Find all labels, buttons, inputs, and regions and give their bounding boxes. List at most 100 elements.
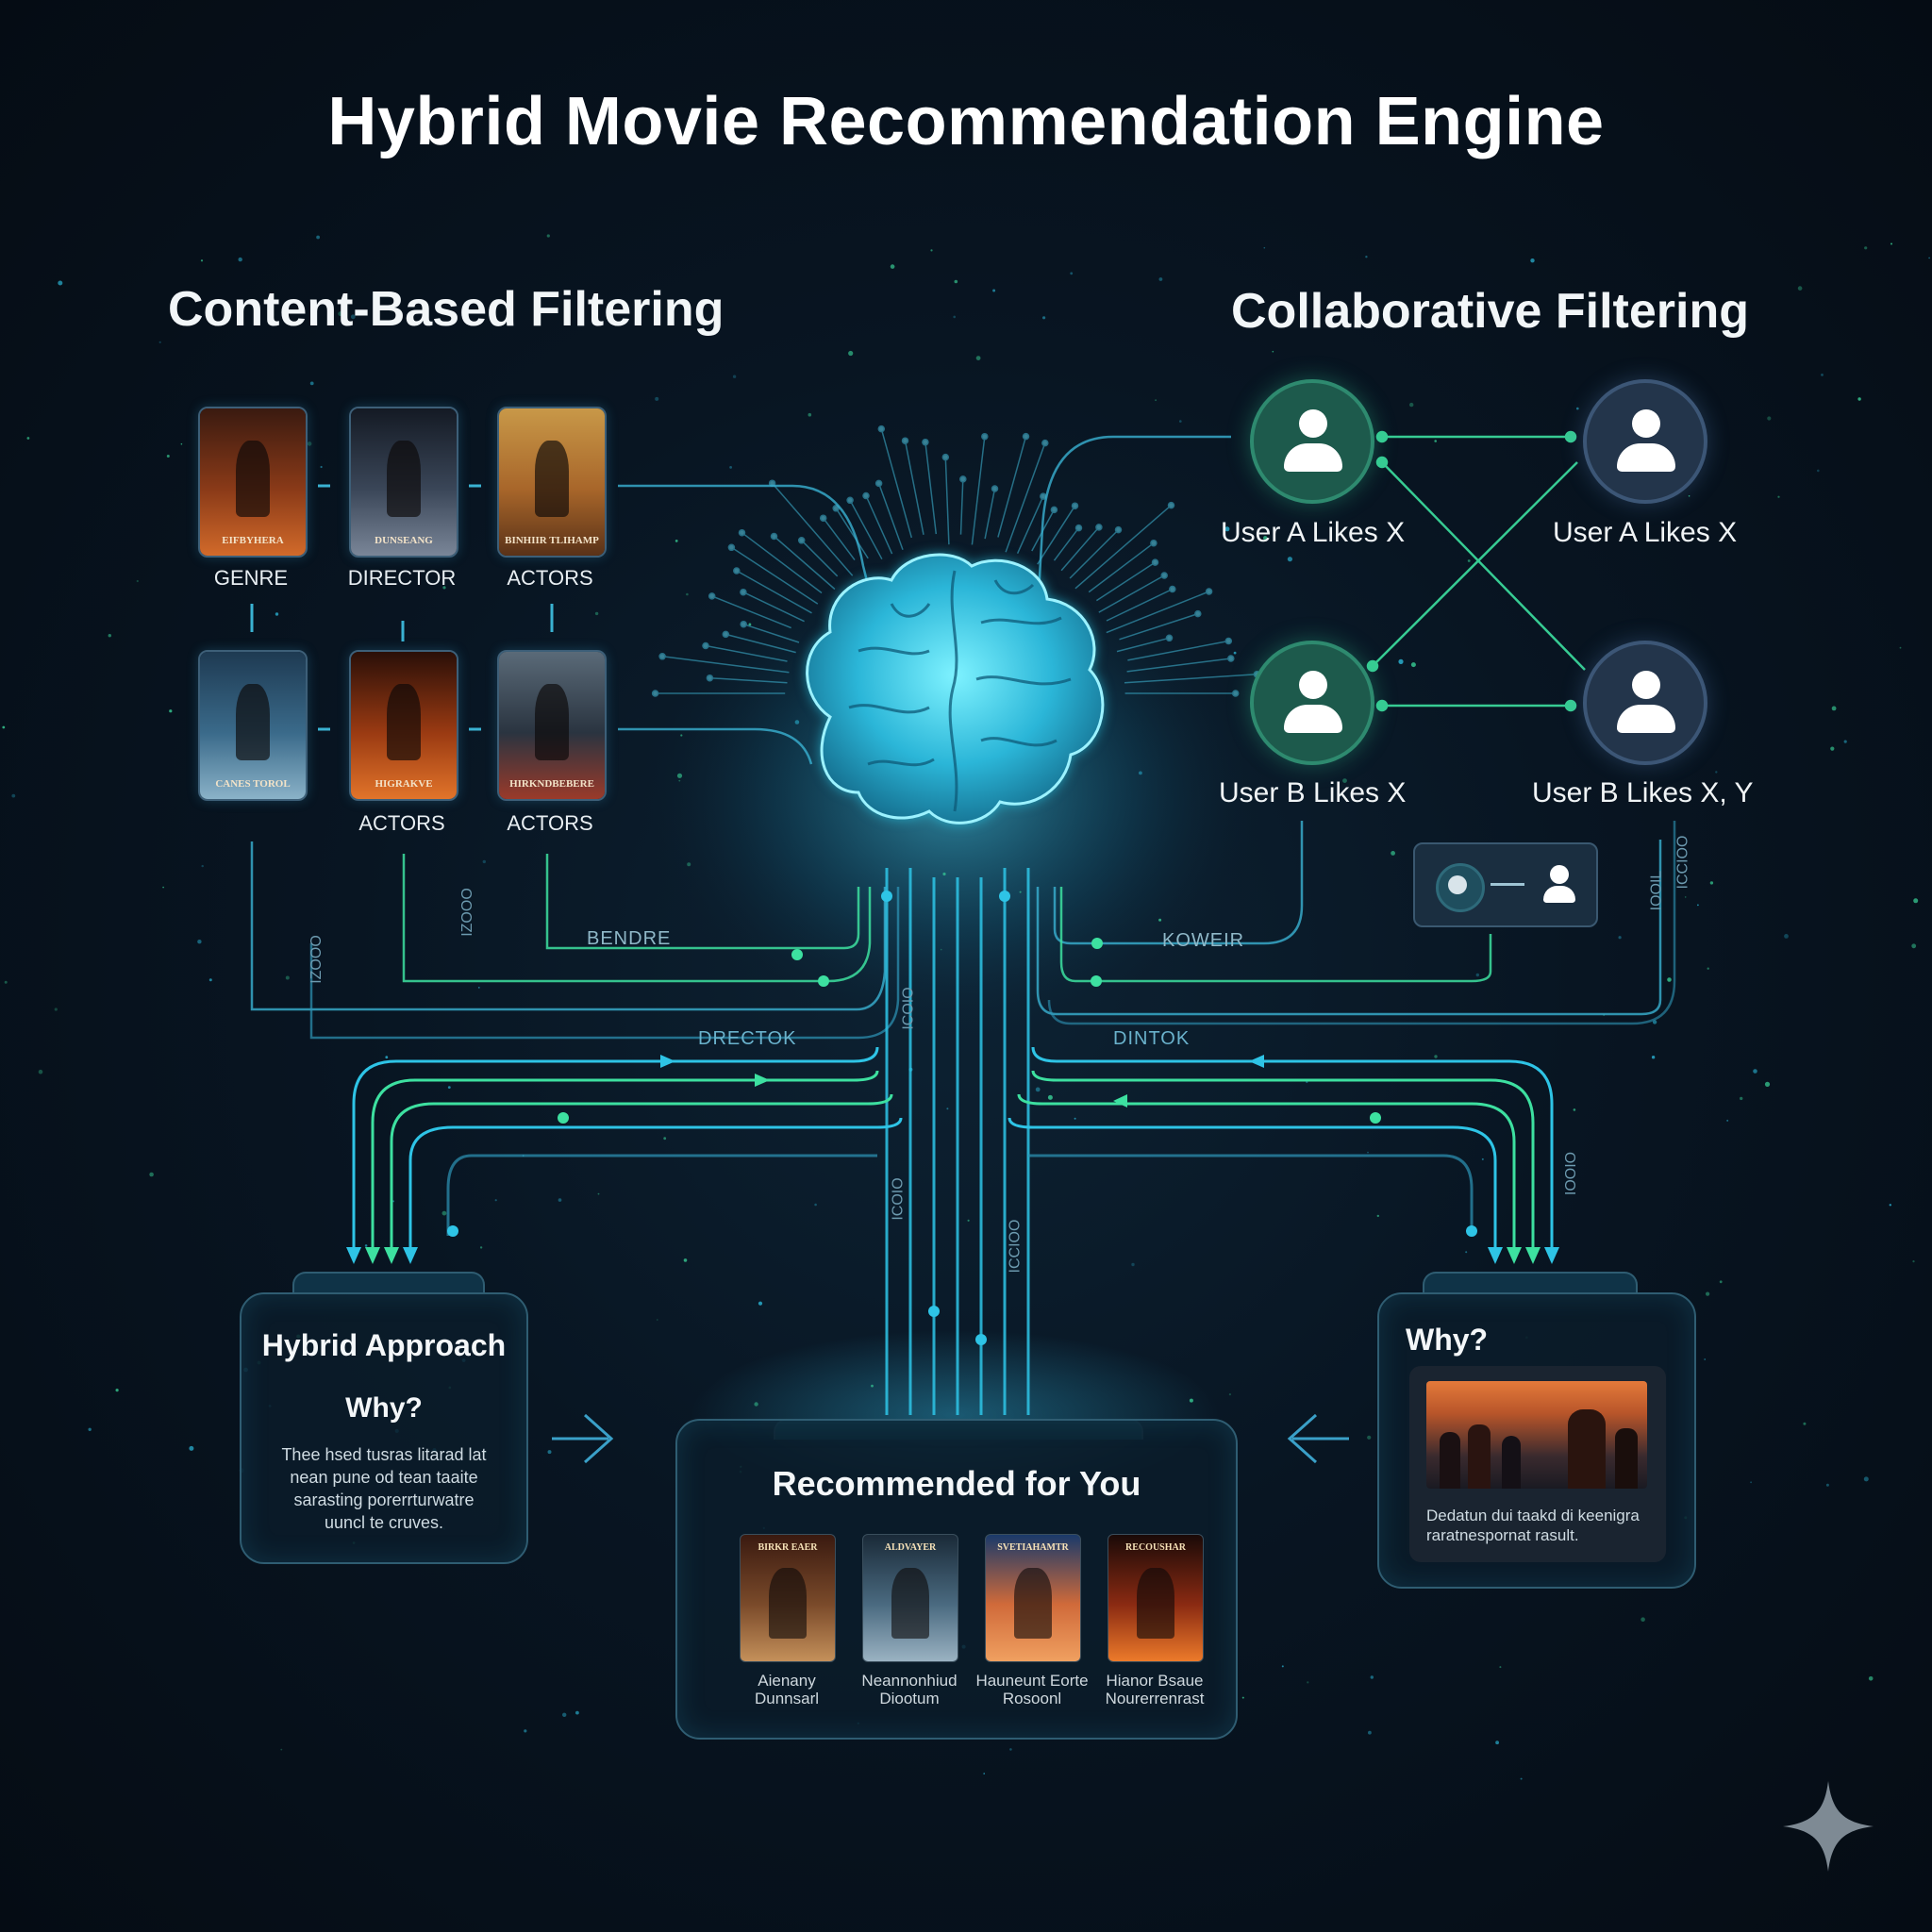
poster-caption: HIRKNDBEBERE: [509, 778, 594, 790]
star-dot: [1391, 851, 1395, 856]
star-dot: [1618, 936, 1622, 940]
movie-poster[interactable]: EIFBYHERA: [198, 407, 308, 558]
star-dot: [1434, 1055, 1438, 1058]
brain-ray-dot: [1041, 439, 1049, 447]
brain-ray-dot: [1151, 558, 1159, 566]
star-dot: [1263, 536, 1268, 541]
star-dot: [4, 980, 8, 984]
left-branch: [352, 1046, 903, 1259]
user-label: User B Likes X: [1219, 777, 1407, 808]
brain-ray-dot: [1074, 524, 1083, 532]
star-dot: [1189, 1398, 1193, 1403]
star-dot: [1830, 746, 1835, 751]
brain-ray-dot: [1231, 690, 1240, 697]
star-dot: [169, 709, 173, 713]
star-dot: [1307, 1681, 1309, 1684]
brain-ray: [1119, 612, 1199, 641]
brain-ray: [725, 633, 796, 654]
star-dot: [1281, 1665, 1284, 1668]
brain-ray-dot: [991, 485, 999, 492]
why-panel-tab: [1423, 1272, 1638, 1294]
star-dot: [1928, 257, 1930, 259]
star-dot: [1074, 1117, 1076, 1120]
brain-ray-dot: [1114, 525, 1123, 534]
brain-ray: [742, 591, 805, 623]
poster-figure: [236, 684, 270, 761]
brain-ray: [801, 540, 839, 577]
star-dot: [575, 1710, 579, 1715]
star-dot: [683, 1258, 688, 1262]
poster-text: RECOUSHAR: [1125, 1542, 1186, 1553]
movie-poster[interactable]: BINHIIR TLIHAMP: [497, 407, 607, 558]
side-arrows: [552, 1413, 1349, 1464]
vertical-label-6: IOOIO: [1563, 1151, 1580, 1196]
star-dot: [1913, 898, 1919, 904]
brain-ray-dot: [1227, 655, 1235, 662]
brain-ray: [1037, 505, 1076, 565]
user-avatar[interactable]: [1250, 379, 1374, 504]
poster-grid-connectors: [250, 484, 554, 731]
star-dot: [58, 280, 63, 286]
vertical-label-1: IZOOO: [308, 935, 325, 984]
brain-ray-dot: [1071, 502, 1079, 509]
brain-ray: [1016, 495, 1044, 555]
brain-ray-dot: [846, 496, 854, 505]
star-dot: [983, 1773, 985, 1774]
brain-ray: [1095, 561, 1156, 602]
user-icon: [1617, 671, 1675, 737]
recommended-movie-poster[interactable]: BIRKR EAER: [740, 1534, 836, 1662]
star-dot: [189, 1445, 194, 1451]
vertical-label-4: ICOIO: [890, 1177, 907, 1221]
star-dot: [1499, 1666, 1502, 1669]
brain-ray: [772, 482, 854, 576]
user-icon: [1284, 409, 1342, 475]
brain-ray: [823, 517, 856, 561]
brain-ray-dot: [1194, 609, 1202, 618]
brain-ray: [1005, 442, 1046, 553]
star-dot: [657, 1319, 658, 1321]
brain-ray-dot: [1224, 637, 1233, 645]
recommended-movie-poster[interactable]: ALDVAYER: [862, 1534, 958, 1662]
brain-ray-dot: [1165, 634, 1174, 642]
star-dot: [562, 1712, 567, 1718]
star-dot: [558, 1198, 562, 1202]
star-dot: [1367, 1435, 1372, 1440]
star-dot: [494, 1199, 497, 1202]
brain-ray: [711, 595, 791, 629]
brain-ray-dot: [819, 514, 827, 522]
star-dot: [1890, 242, 1892, 245]
movie-poster[interactable]: CANES TOROL: [198, 650, 308, 801]
left-arrow-icon: [1287, 1413, 1349, 1464]
poster-figure: [891, 1567, 929, 1639]
star-dot: [309, 381, 314, 386]
brain-ray: [1088, 542, 1155, 593]
brain-ray: [835, 508, 869, 559]
recommended-caption: Aienany Dunnsarl: [754, 1672, 820, 1707]
star-dot: [1667, 977, 1672, 982]
star-dot: [1228, 1393, 1231, 1396]
star-dot: [748, 623, 752, 626]
star-dot: [320, 465, 323, 469]
user-avatar[interactable]: [1250, 641, 1374, 765]
user-avatar[interactable]: [1583, 641, 1707, 765]
star-dot: [1864, 246, 1868, 250]
movie-poster[interactable]: HIRKNDBEBERE: [497, 650, 607, 801]
user-label: User A Likes X: [1553, 517, 1738, 548]
star-dot: [201, 864, 204, 868]
user-icon: [1536, 861, 1583, 908]
recommended-movie-poster[interactable]: SVETIAHAMTR: [985, 1534, 1081, 1662]
star-dot: [524, 1729, 527, 1733]
brain-ray-dot: [862, 491, 870, 500]
star-dot: [149, 1172, 154, 1177]
user-avatar[interactable]: [1583, 379, 1707, 504]
star-dot: [1899, 646, 1902, 649]
recommended-movie-poster[interactable]: RECOUSHAR: [1108, 1534, 1204, 1662]
movie-poster[interactable]: DUNSEANG: [349, 407, 458, 558]
movie-poster[interactable]: HIGRAKVE: [349, 650, 458, 801]
page-title: Hybrid Movie Recommendation Engine: [327, 84, 1605, 159]
star-dot: [1726, 1119, 1729, 1122]
star-dot: [1573, 1108, 1576, 1111]
star-dot: [1911, 943, 1917, 949]
star-dot: [1158, 277, 1163, 281]
